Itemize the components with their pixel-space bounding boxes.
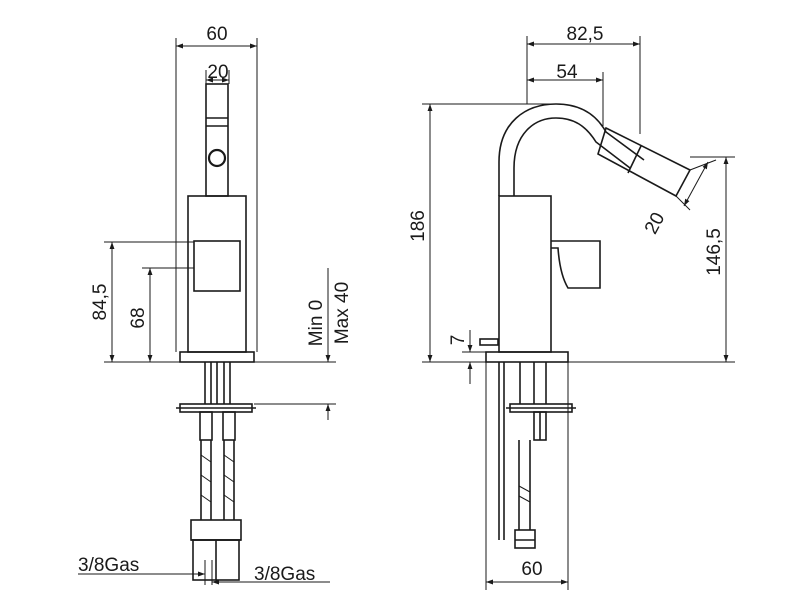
dim-label-7: 7	[448, 335, 469, 346]
dim-side-reach-spout: 54	[527, 62, 604, 126]
dim-side-outlet-width: 20	[641, 159, 717, 238]
dim-deck-thickness: Min 0 Max 40	[254, 268, 353, 420]
front-tap-body	[179, 83, 255, 363]
front-fittings	[176, 362, 256, 581]
side-view: 82,5 54 186 146,5 20	[408, 24, 735, 590]
lift-rod	[479, 338, 499, 346]
side-spout	[498, 103, 692, 198]
dim-front-handle-top: 84,5	[90, 241, 194, 363]
dim-label-54: 54	[556, 62, 578, 83]
connection-label-left: 3/8Gas	[78, 555, 139, 576]
dim-side-lever-offset: 7	[448, 330, 486, 384]
dim-label-60-front: 60	[206, 24, 227, 45]
dim-label-146-5: 146,5	[704, 228, 725, 276]
side-body	[479, 195, 601, 363]
front-view: 60 20 84,5 68 Min 0 Ma	[78, 24, 353, 585]
dim-front-handle-bottom: 68	[128, 267, 194, 362]
dim-side-height-outlet: 146,5	[568, 156, 735, 363]
connection-label-right: 3/8Gas	[254, 564, 315, 585]
dim-label-20-side: 20	[641, 209, 669, 238]
handle-front	[193, 240, 241, 292]
handle-side	[551, 240, 601, 289]
dim-label-82-5: 82,5	[567, 24, 604, 45]
dim-label-68: 68	[128, 307, 149, 328]
aerator-outlet-icon	[207, 148, 227, 168]
dim-label-84-5: 84,5	[90, 284, 111, 321]
dim-connections: 3/8Gas 3/8Gas	[78, 555, 330, 585]
dim-side-reach-total: 82,5	[526, 24, 641, 134]
dim-side-base-width: 60	[485, 362, 569, 590]
dim-label-60-side: 60	[521, 559, 542, 580]
dim-label-186: 186	[408, 210, 429, 242]
dim-label-max-40: Max 40	[332, 282, 353, 344]
spray-outlet	[597, 126, 692, 198]
dim-label-min-0: Min 0	[306, 300, 327, 346]
dim-side-height-total: 186	[408, 103, 556, 363]
dim-front-width-total: 60	[175, 24, 258, 352]
side-fittings	[498, 362, 576, 549]
dim-label-20-front: 20	[207, 62, 228, 83]
dim-front-width-handle: 20	[205, 62, 230, 84]
